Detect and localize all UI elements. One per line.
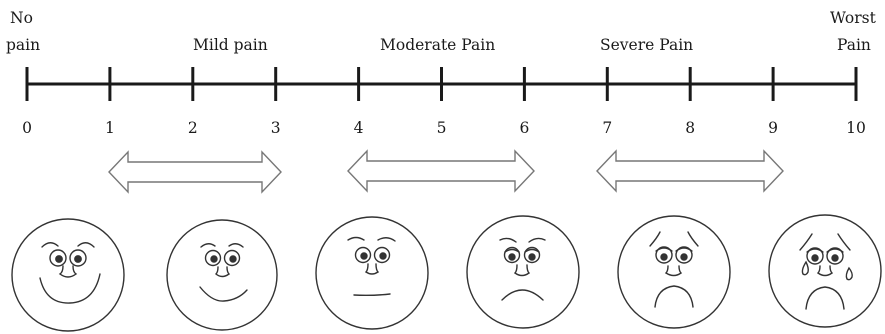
scale-number-10: 10 <box>846 119 866 137</box>
face-severe-pain-icon <box>617 215 731 329</box>
label-severe-pain: Severe Pain <box>600 36 693 54</box>
scale-number-9: 9 <box>768 119 778 137</box>
label-worst-pain-line1: Worst <box>830 9 877 27</box>
label-moderate-pain: Moderate Pain <box>380 36 495 54</box>
face-mild-pain-icon <box>166 219 278 331</box>
label-mild-pain: Mild pain <box>193 36 268 54</box>
scale-number-0: 0 <box>22 119 32 137</box>
scale-ticks <box>25 67 858 101</box>
face-moderate-severe-pain-icon <box>466 215 580 329</box>
scale-axis <box>25 67 858 101</box>
double-arrow-moderate-icon <box>347 149 535 193</box>
scale-number-2: 2 <box>188 119 198 137</box>
face-worst-pain-crying-icon <box>768 214 882 328</box>
double-arrow-severe-icon <box>596 149 784 193</box>
scale-number-8: 8 <box>685 119 695 137</box>
scale-number-3: 3 <box>271 119 281 137</box>
face-no-pain-icon <box>11 218 125 332</box>
label-no-pain-line1: No <box>10 9 33 27</box>
scale-number-6: 6 <box>519 119 529 137</box>
scale-number-7: 7 <box>602 119 612 137</box>
scale-numbers: 0 1 2 3 4 5 6 7 8 9 10 <box>22 119 866 137</box>
double-arrow-mild-icon <box>108 150 282 194</box>
label-no-pain-line2: pain <box>6 36 40 54</box>
label-worst-pain-line2: Pain <box>837 36 871 54</box>
scale-number-4: 4 <box>354 119 364 137</box>
scale-number-5: 5 <box>437 119 447 137</box>
scale-number-1: 1 <box>105 119 115 137</box>
face-moderate-pain-icon <box>315 216 429 330</box>
